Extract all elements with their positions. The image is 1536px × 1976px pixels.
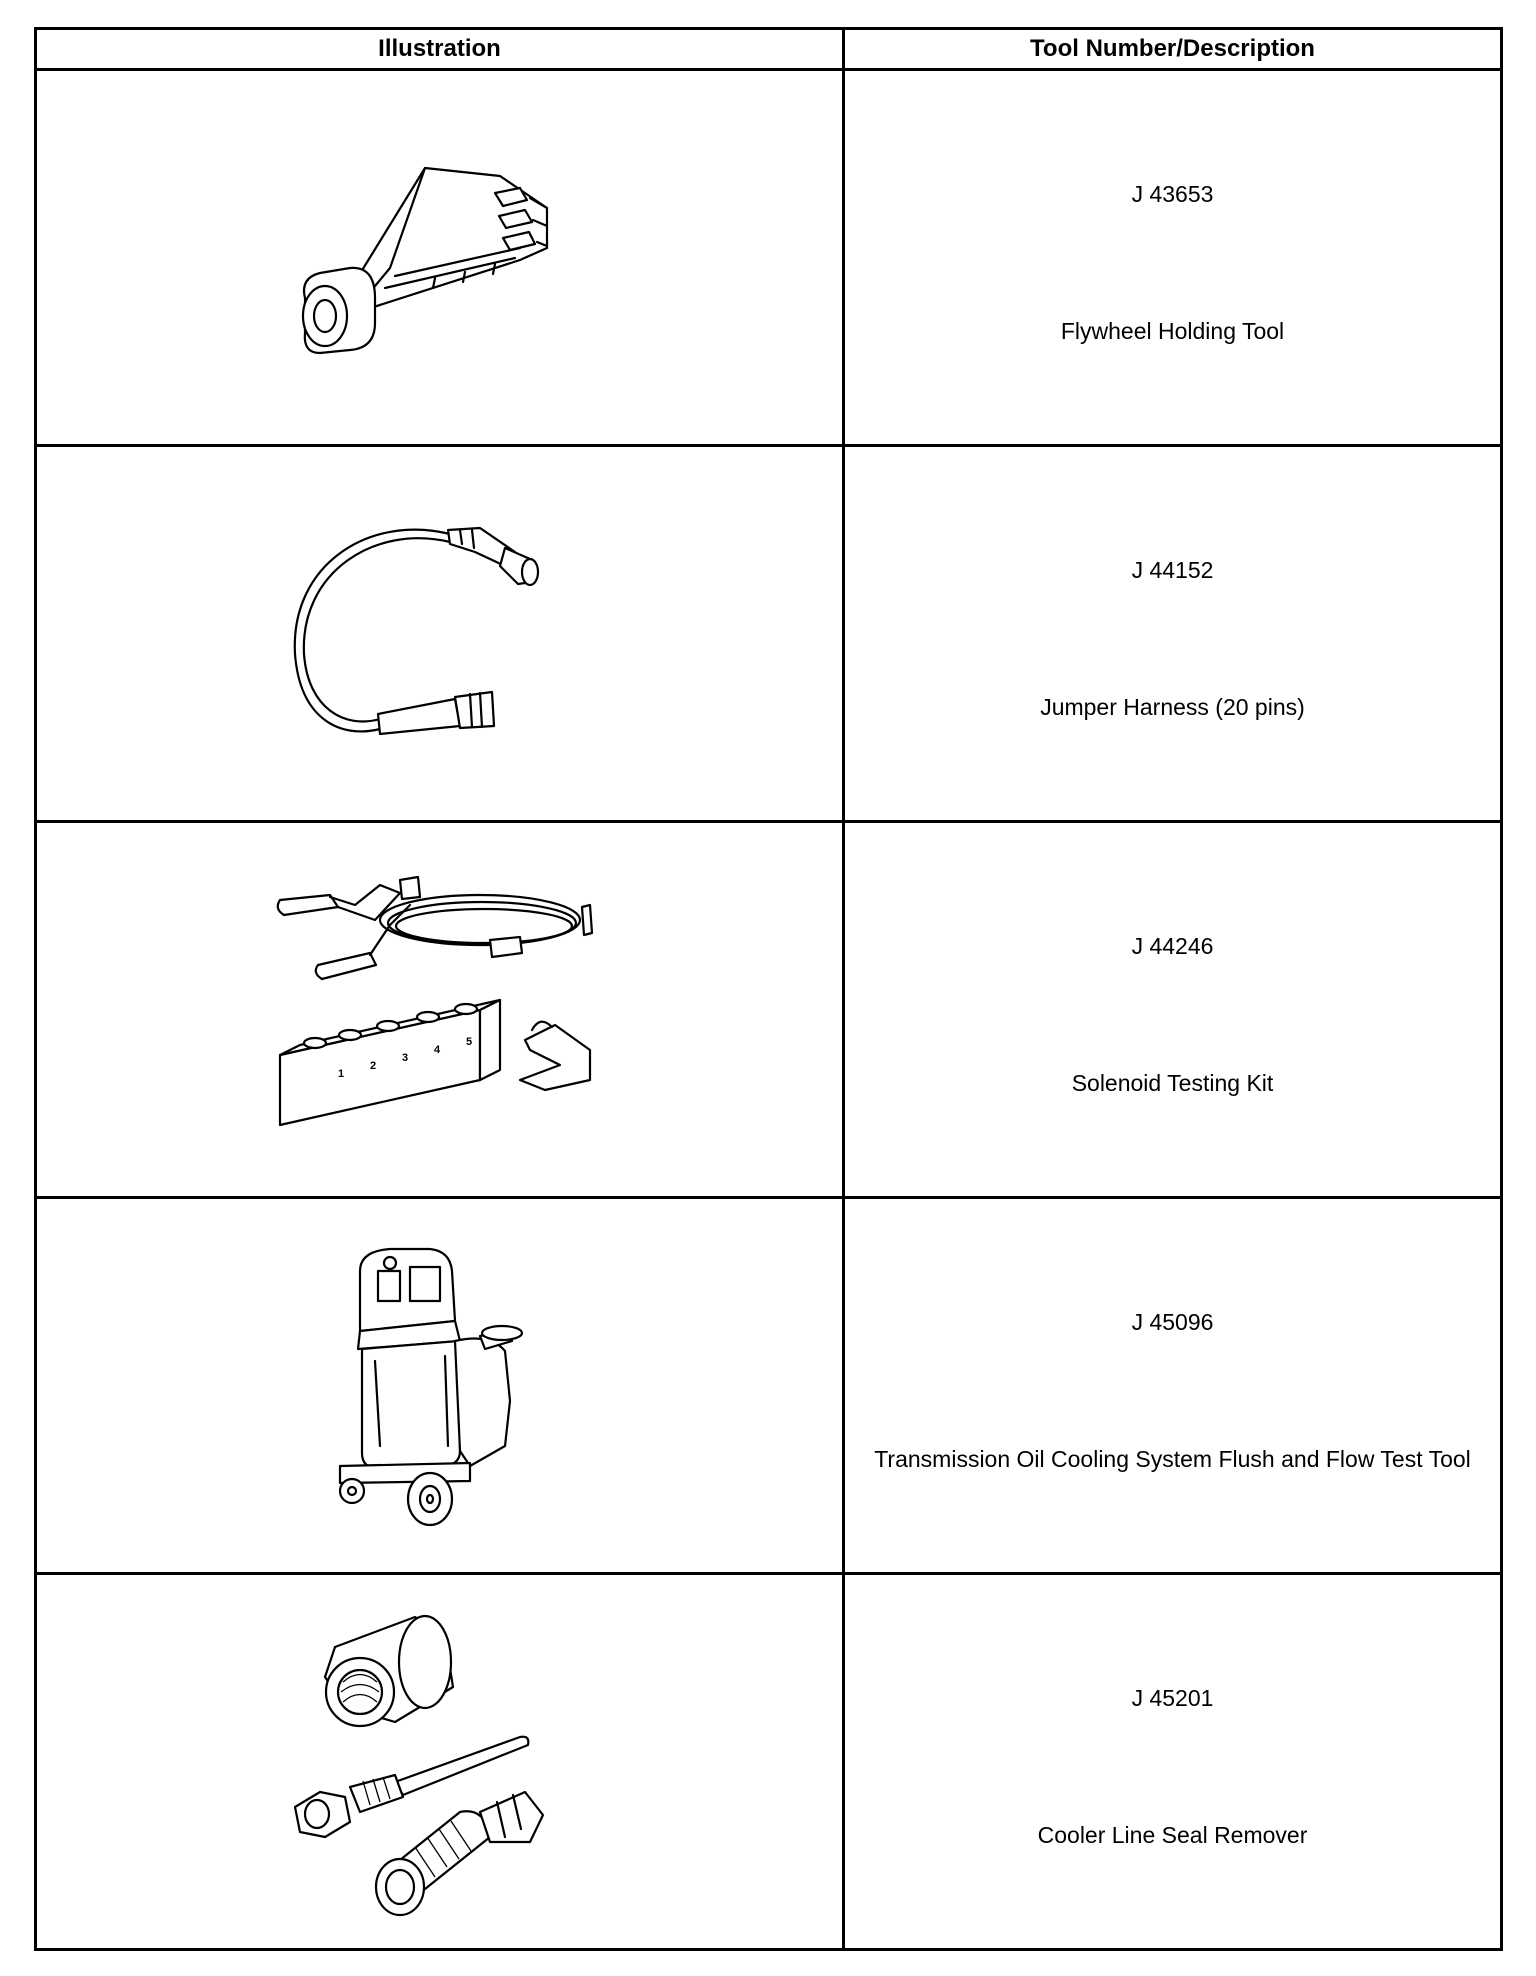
table-row: J 43653 Flywheel Holding Tool	[34, 68, 1503, 447]
table-row: J 45201 Cooler Line Seal Remover	[34, 1572, 1503, 1951]
flush-flow-test-cart-icon	[338, 1247, 523, 1526]
tool-number: J 44246	[1131, 933, 1214, 959]
table-row: J 45096 Transmission Oil Cooling System …	[34, 1196, 1503, 1575]
tool-name: Transmission Oil Cooling System Flush an…	[874, 1446, 1471, 1472]
port-number-label: 1	[338, 1068, 344, 1080]
illustration-cell: 1 2 3 4 5	[34, 820, 845, 1199]
tool-number: J 45201	[1131, 1685, 1214, 1711]
header-tool-number-description: Tool Number/Description	[842, 27, 1503, 71]
tool-number: J 45096	[1131, 1309, 1214, 1335]
tool-name: Flywheel Holding Tool	[1060, 318, 1285, 344]
description-cell: J 45096 Transmission Oil Cooling System …	[842, 1196, 1503, 1575]
flywheel-holding-tool-icon	[301, 166, 548, 354]
tool-name: Cooler Line Seal Remover	[1037, 1822, 1308, 1848]
illustration-cell	[34, 444, 845, 823]
description-cell: J 44246 Solenoid Testing Kit	[842, 820, 1503, 1199]
solenoid-testing-kit-icon: 1 2 3 4 5	[276, 875, 593, 1126]
table-row: 1 2 3 4 5 J 44246 Solenoid Testing Kit	[34, 820, 1503, 1199]
tool-number: J 43653	[1131, 181, 1214, 207]
jumper-harness-icon	[293, 526, 539, 735]
table-header-row: Illustration Tool Number/Description	[34, 27, 1503, 71]
tool-name: Jumper Harness (20 pins)	[1040, 694, 1305, 720]
description-cell: J 44152 Jumper Harness (20 pins)	[842, 444, 1503, 823]
tool-name: Solenoid Testing Kit	[1071, 1070, 1274, 1096]
description-cell: J 43653 Flywheel Holding Tool	[842, 68, 1503, 447]
table-row: J 44152 Jumper Harness (20 pins)	[34, 444, 1503, 823]
tool-number: J 44152	[1131, 557, 1214, 583]
port-number-label: 4	[434, 1044, 441, 1056]
description-cell: J 45201 Cooler Line Seal Remover	[842, 1572, 1503, 1951]
cooler-line-seal-remover-icon	[293, 1614, 544, 1916]
illustration-cell	[34, 1196, 845, 1575]
port-number-label: 3	[402, 1052, 408, 1064]
header-illustration: Illustration	[34, 27, 845, 71]
illustration-cell	[34, 1572, 845, 1951]
illustration-cell	[34, 68, 845, 447]
special-tools-table: Illustration Tool Number/Description	[34, 27, 1503, 1951]
port-number-label: 2	[370, 1060, 376, 1072]
port-number-label: 5	[466, 1036, 472, 1048]
